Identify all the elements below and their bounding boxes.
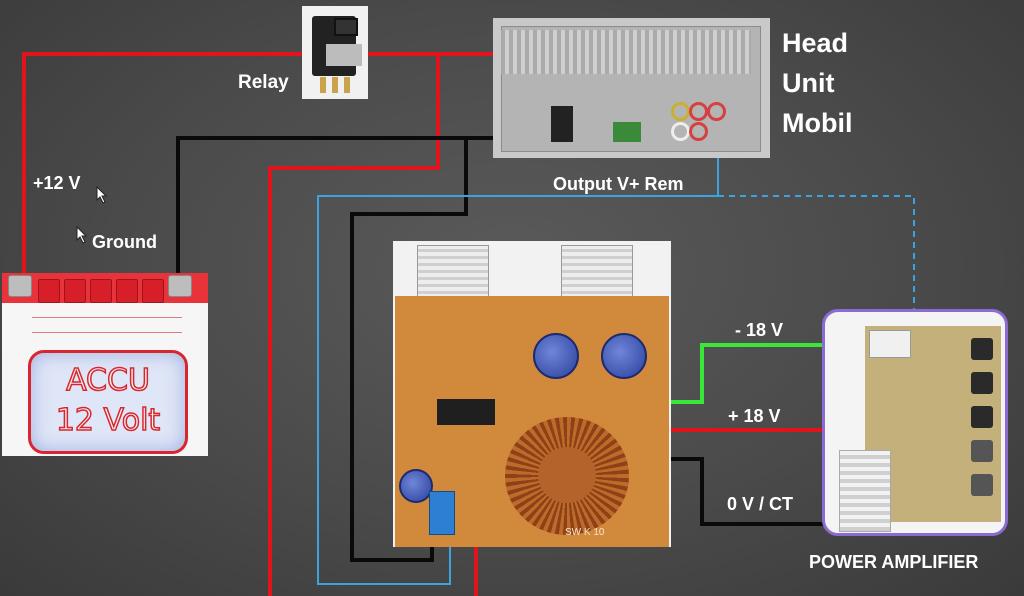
relay-pin <box>320 77 326 93</box>
mouse-cursor-icon <box>76 226 88 244</box>
mouse-cursor-icon <box>96 186 108 204</box>
rca-jack-icon <box>689 102 708 121</box>
plus12v-label: +12 V <box>33 173 81 193</box>
capacitor <box>601 333 647 379</box>
battery-cell-cap <box>64 279 86 303</box>
battery-level-lines <box>32 317 182 333</box>
capacitor <box>533 333 579 379</box>
rca-jack-icon <box>689 122 708 141</box>
head-unit-image <box>493 18 770 158</box>
plus18v-label: + 18 V <box>728 406 781 426</box>
amplifier-heatsink <box>839 450 891 532</box>
head-unit-label-line1: Head <box>782 28 849 58</box>
output-rem-label: Output V+ Rem <box>553 174 684 194</box>
wire-remote-amp-dashed <box>718 195 915 312</box>
relay-tab <box>334 18 358 36</box>
zero-ct-label: 0 V / CT <box>727 494 794 514</box>
rca-jack-icon <box>671 122 690 141</box>
wire-ground <box>176 136 493 288</box>
dc-converter-board: SW K 10 <box>393 241 671 547</box>
wire-zero-ct <box>656 457 824 526</box>
head-unit-green-connector <box>613 122 641 142</box>
battery-cell-cap <box>116 279 138 303</box>
relay-sticker <box>326 44 362 66</box>
wire-plus12v-battery <box>22 52 302 290</box>
audio-jack-icon <box>971 440 993 462</box>
wire-relay-output <box>268 54 440 596</box>
relay-pin <box>344 77 350 93</box>
power-amplifier-label: POWER AMPLIFIER <box>809 552 979 572</box>
relay-label: Relay <box>238 72 289 93</box>
battery-cell-cap <box>142 279 164 303</box>
battery-label-panel: ACCU 12 Volt <box>28 350 188 454</box>
head-unit-label-line3: Mobil <box>782 108 853 138</box>
wire-remote-output <box>317 150 719 585</box>
battery-accu: ACCU 12 Volt <box>2 273 208 456</box>
relay-image <box>302 6 368 99</box>
wire-ground-converter <box>350 138 468 562</box>
amplifier-connector <box>869 330 911 358</box>
board-silkscreen: SW K 10 <box>565 527 605 538</box>
head-unit-connector <box>551 106 573 142</box>
audio-jack-icon <box>971 406 993 428</box>
audio-jack-icon <box>971 372 993 394</box>
toroid-core <box>538 447 596 503</box>
ground-label: Ground <box>92 232 157 252</box>
relay-body <box>312 16 362 76</box>
battery-text-line1: ACCU <box>65 362 150 399</box>
ic-chip <box>437 399 495 425</box>
battery-cell-cap <box>38 279 60 303</box>
capacitor <box>399 469 433 503</box>
minus18v-label: - 18 V <box>735 320 784 340</box>
audio-jack-icon <box>971 338 993 360</box>
head-unit-label-line2: Unit <box>782 68 835 98</box>
head-unit-vents <box>501 30 751 74</box>
battery-terminal-negative <box>168 275 192 297</box>
battery-cell-cap <box>90 279 112 303</box>
audio-jack-icon <box>971 474 993 496</box>
battery-terminal-positive <box>8 275 32 297</box>
rca-jack-icon <box>707 102 726 121</box>
wire-minus18v <box>656 343 824 404</box>
power-amplifier-frame <box>822 309 1008 536</box>
rca-jack-icon <box>671 102 690 121</box>
relay-pin <box>332 77 338 93</box>
power-amplifier-image <box>822 309 1008 536</box>
battery-text-line2: 12 Volt <box>55 402 161 439</box>
input-terminal <box>429 491 455 535</box>
